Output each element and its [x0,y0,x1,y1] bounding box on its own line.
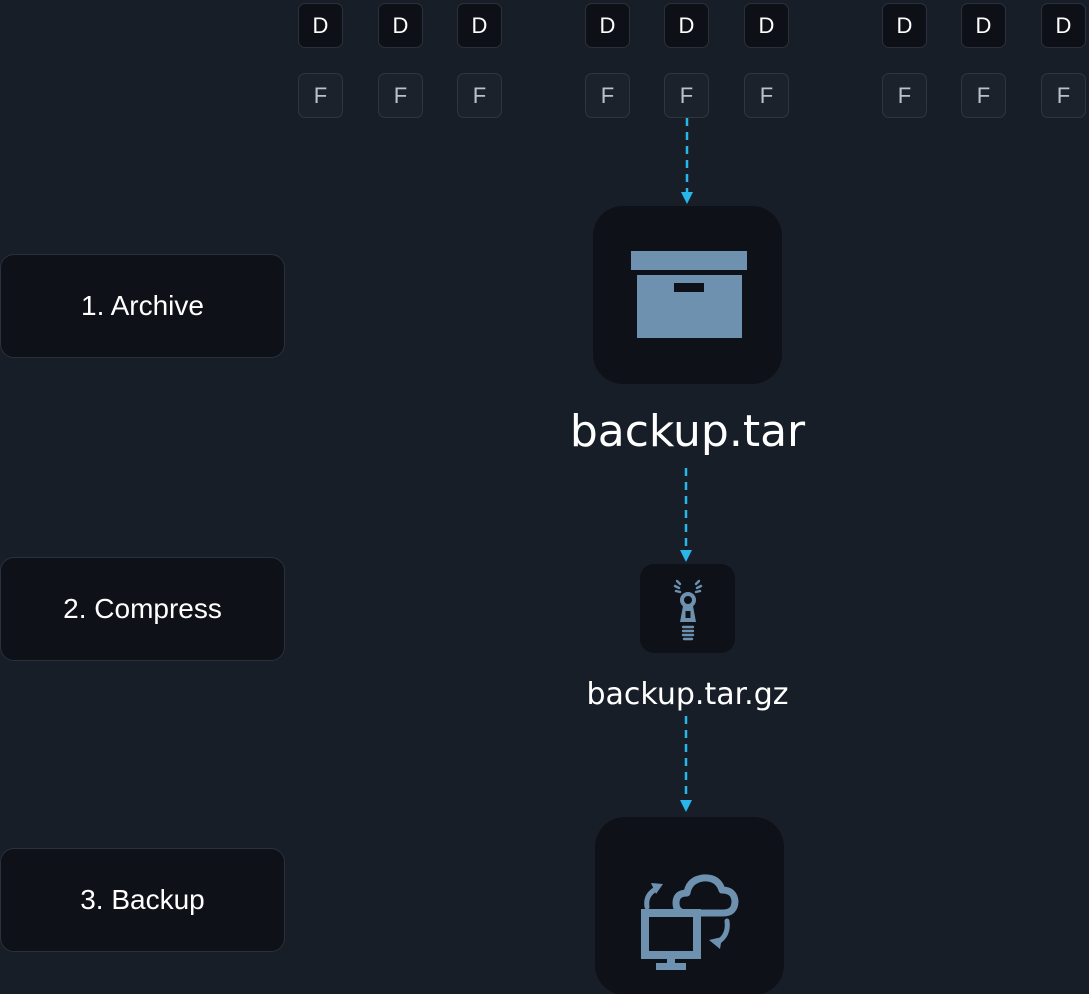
directory-tile: D [298,3,343,48]
directory-tile: D [664,3,709,48]
directory-tile: D [457,3,502,48]
directory-tile: D [961,3,1006,48]
file-tile: F [1041,73,1086,118]
archive-node [593,206,782,384]
directory-tile: D [1041,3,1086,48]
compressed-file-label: backup.tar.gz [586,677,789,712]
archive-box-icon [628,247,748,343]
file-tile: F [457,73,502,118]
directory-tile: D [744,3,789,48]
file-tile: F [378,73,423,118]
cloud-sync-icon [625,841,755,971]
directory-tile: D [882,3,927,48]
directory-tile: D [585,3,630,48]
step-archive: 1. Archive [0,254,285,358]
file-tile: F [961,73,1006,118]
file-tile: F [664,73,709,118]
directory-tile: D [378,3,423,48]
backup-node [595,817,784,994]
archive-file-label: backup.tar [569,406,806,457]
file-tile: F [882,73,927,118]
step-compress: 2. Compress [0,557,285,661]
file-tile: F [298,73,343,118]
file-tile: F [744,73,789,118]
step-compress-label: 2. Compress [63,593,222,624]
compress-node [640,564,735,653]
file-tile: F [585,73,630,118]
zipper-icon [668,573,708,645]
step-backup-label: 3. Backup [80,884,205,915]
step-archive-label: 1. Archive [81,290,204,321]
step-backup: 3. Backup [0,848,285,952]
